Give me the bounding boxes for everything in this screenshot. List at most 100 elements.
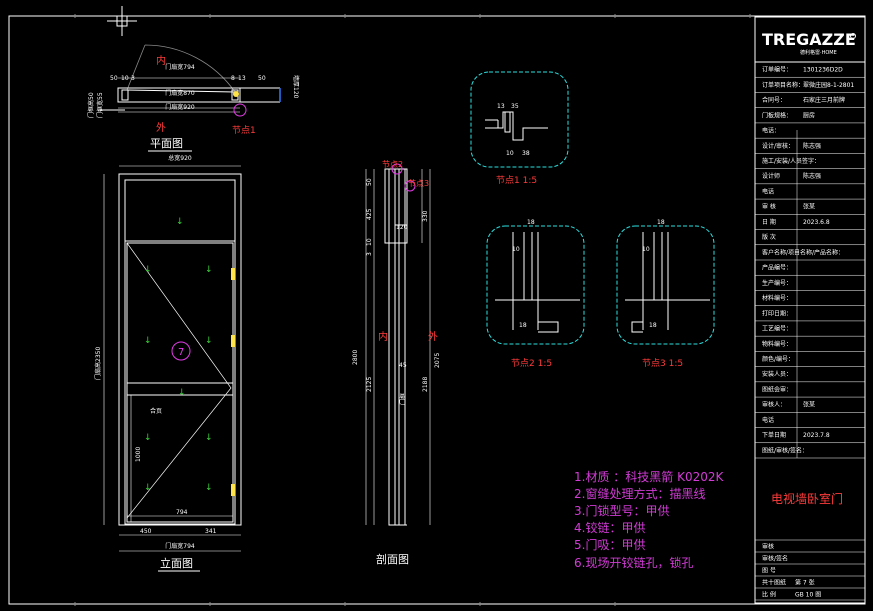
svg-text:2125: 2125: [366, 377, 373, 392]
svg-text:10: 10: [642, 246, 650, 253]
svg-text:10: 10: [512, 246, 520, 253]
title-block: [754, 16, 866, 604]
bottom-value: 第 7 张: [795, 579, 815, 587]
svg-text:门扇高2350: 门扇高2350: [94, 347, 102, 380]
titleblock-key: 日 期: [762, 218, 776, 226]
svg-text:18: 18: [519, 322, 527, 329]
svg-text:外: 外: [156, 122, 166, 134]
svg-text:10: 10: [121, 75, 129, 82]
titleblock-value: 2023.6.8: [803, 219, 830, 226]
titleblock-key: 客户名称/项目名称/产品名称：: [762, 248, 844, 256]
svg-text:外: 外: [428, 331, 438, 343]
svg-text:2188: 2188: [422, 377, 429, 392]
node-2-detail: 18 10 18 节点2 1:5: [486, 219, 585, 369]
svg-text:↓: ↓: [205, 433, 213, 443]
svg-text:1000: 1000: [135, 447, 142, 462]
titleblock-key: 安装人员：: [762, 370, 792, 378]
titleblock-value: 石家庄三月前牌: [803, 96, 845, 104]
titleblock-key: 产品编号：: [762, 264, 792, 272]
brand-logo: TREGAZZE 德利格雷·HOME: [762, 30, 856, 56]
svg-text:18: 18: [527, 219, 535, 226]
svg-text:节点3 1:5: 节点3 1:5: [642, 358, 683, 369]
titleblock-key: 材料编号：: [762, 294, 792, 302]
titleblock-value: 陈志强: [803, 172, 821, 180]
titleblock-key: 工艺编号：: [762, 325, 792, 333]
titleblock-key: 电话: [762, 187, 774, 195]
svg-text:内: 内: [378, 330, 388, 343]
svg-text:341: 341: [205, 528, 217, 535]
svg-text:13: 13: [238, 75, 246, 82]
titleblock-key: 审 核: [762, 203, 776, 211]
bottom-key: 审核/签名: [762, 555, 788, 563]
svg-text:↓: ↓: [144, 433, 152, 443]
svg-text:↓: ↓: [178, 388, 186, 398]
titleblock-key: 物料编号：: [762, 340, 792, 348]
svg-text:平面图: 平面图: [150, 137, 183, 150]
svg-text:3: 3: [131, 75, 135, 82]
titleblock-value: 张某: [803, 401, 815, 409]
titleblock-value: 张某: [803, 203, 815, 211]
svg-text:↓: ↓: [144, 483, 152, 493]
svg-text:立面图: 立面图: [160, 556, 193, 570]
svg-text:门框高50: 门框高50: [87, 92, 95, 118]
note-4: 4.铰链：甲供: [574, 520, 645, 535]
titleblock-key: 下单日期: [762, 431, 786, 439]
titleblock-value: 1301236D2D: [803, 67, 843, 74]
svg-text:↓: ↓: [144, 265, 152, 275]
bottom-key: 比 例: [762, 591, 776, 599]
svg-text:8: 8: [231, 75, 235, 82]
titleblock-key: 审核人：: [762, 401, 786, 409]
bottom-value: GB 10 图: [795, 592, 821, 599]
titleblock-key: 图纸/审核/签名：: [762, 446, 808, 454]
svg-text:45: 45: [399, 362, 407, 369]
svg-text:330: 330: [422, 210, 429, 222]
svg-text:↓: ↓: [205, 336, 213, 346]
svg-text:节点1: 节点1: [232, 125, 256, 136]
svg-text:425: 425: [366, 208, 373, 220]
svg-text:50: 50: [110, 75, 118, 82]
svg-text:合页: 合页: [150, 407, 162, 415]
svg-text:墙厚120: 墙厚120: [292, 75, 300, 99]
titleblock-key: 合同号：: [762, 96, 786, 104]
titleblock-key: 生产编号：: [762, 279, 792, 287]
notes: 1.材质 ：科技黑箭 K0202K 2.窗缝处理方式：描黑线 3.门锁型号：甲供…: [574, 469, 724, 570]
svg-text:13: 13: [497, 103, 505, 110]
svg-text:总宽920: 总宽920: [168, 154, 192, 162]
titleblock-key: 颜色/编号：: [762, 355, 794, 363]
svg-text:50: 50: [258, 75, 266, 82]
note-6: 6.现场开铰链孔，锁孔: [574, 555, 693, 570]
svg-text:德利格雷·HOME: 德利格雷·HOME: [800, 49, 837, 56]
svg-text:38: 38: [522, 150, 530, 157]
svg-text:节点2 1:5: 节点2 1:5: [511, 358, 552, 369]
titleblock-key: 订单项目名称：: [762, 81, 804, 89]
titleblock-key: 施工/安装/人员签字：: [762, 157, 820, 165]
section-view: 节点2 节点3 50 425 10 3 2125 2800 330 2188 2…: [352, 160, 441, 566]
svg-text:50: 50: [366, 178, 373, 186]
svg-text:节点1 1:5: 节点1 1:5: [496, 175, 537, 186]
svg-text:剖面图: 剖面图: [376, 552, 409, 566]
svg-text:门扇宽920: 门扇宽920: [165, 103, 195, 111]
svg-text:门扇宽794: 门扇宽794: [165, 63, 195, 71]
note-3: 3.门锁型号：甲供: [574, 503, 669, 518]
svg-text:门扇宽794: 门扇宽794: [165, 542, 195, 550]
note-5: 5.门吸：甲供: [574, 537, 645, 552]
titleblock-key: 设计/审核：: [762, 142, 794, 150]
svg-text:18: 18: [649, 322, 657, 329]
titleblock-value: 翠微庄园8-1-2801: [803, 81, 854, 89]
titleblock-key: 电话: [762, 416, 774, 424]
titleblock-key: 图纸会审：: [762, 385, 792, 393]
titleblock-value: 2023.7.8: [803, 432, 830, 439]
svg-text:节点2: 节点2: [382, 160, 403, 169]
titleblock-value: 厨房: [803, 111, 815, 119]
svg-text:↓: ↓: [205, 265, 213, 275]
titleblock-key: 设计师: [762, 172, 780, 180]
svg-text:↓: ↓: [144, 336, 152, 346]
svg-text:120: 120: [396, 224, 408, 231]
bottom-key: 图 号: [762, 568, 776, 575]
svg-text:18: 18: [657, 219, 665, 226]
svg-text:794: 794: [176, 509, 188, 516]
svg-text:35: 35: [511, 103, 519, 110]
note-1: 1.材质 ：科技黑箭 K0202K: [574, 469, 724, 484]
